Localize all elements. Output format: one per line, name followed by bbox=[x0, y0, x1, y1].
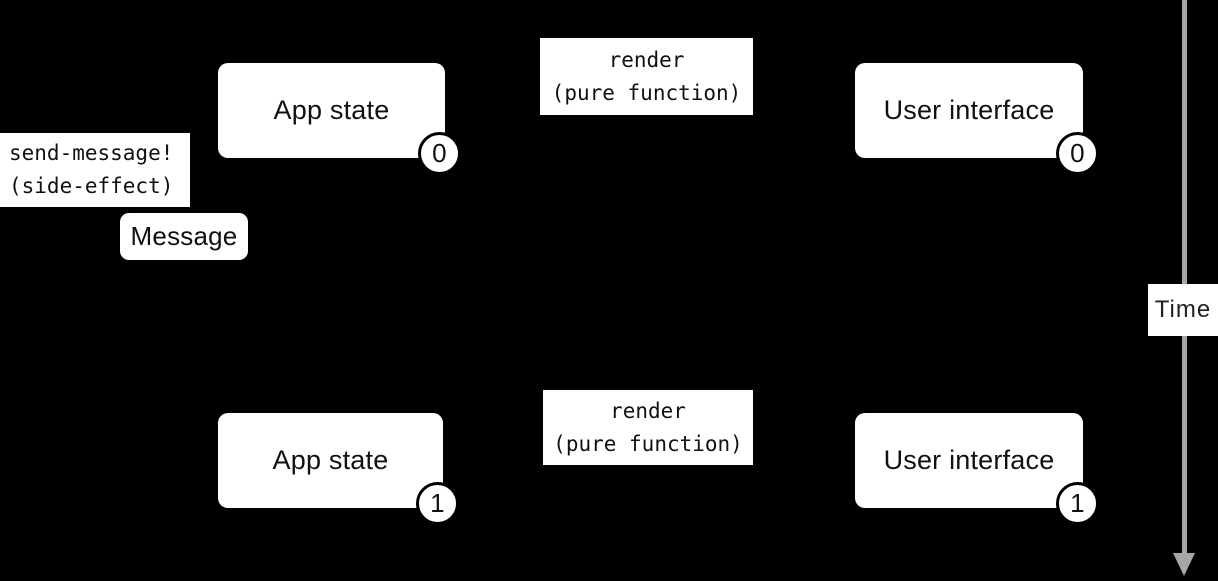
render-function-label-0: render (pure function) bbox=[540, 38, 753, 115]
render-label-line2: (pure function) bbox=[553, 431, 743, 456]
app-state-label: App state bbox=[272, 445, 389, 475]
user-interface-label: User interface bbox=[883, 445, 1055, 475]
version-badge: 1 bbox=[416, 482, 459, 525]
message-label: Message bbox=[130, 221, 238, 251]
version-badge: 1 bbox=[1056, 482, 1099, 525]
app-state-label: App state bbox=[273, 95, 390, 125]
render-label-line1: render bbox=[610, 398, 686, 423]
version-badge: 0 bbox=[1056, 132, 1099, 175]
time-axis-line bbox=[1182, 0, 1187, 556]
time-axis-arrowhead bbox=[1173, 553, 1195, 576]
side-effect-line1: send-message! bbox=[9, 141, 174, 166]
render-function-label-1: render (pure function) bbox=[543, 390, 753, 465]
side-effect-note: send-message! (side-effect) bbox=[0, 133, 190, 207]
version-badge: 0 bbox=[418, 132, 461, 175]
user-interface-node-0: User interface 0 bbox=[855, 63, 1099, 175]
user-interface-label: User interface bbox=[883, 95, 1055, 125]
app-state-node-1: App state 1 bbox=[218, 413, 459, 525]
render-label-line2: (pure function) bbox=[551, 80, 742, 105]
message-node: Message bbox=[120, 213, 248, 260]
user-interface-node-1: User interface 1 bbox=[855, 413, 1099, 525]
side-effect-line2: (side-effect) bbox=[9, 174, 174, 198]
render-label-line1: render bbox=[608, 47, 685, 72]
app-state-node-0: App state 0 bbox=[218, 63, 461, 175]
time-label: Time bbox=[1148, 284, 1218, 336]
